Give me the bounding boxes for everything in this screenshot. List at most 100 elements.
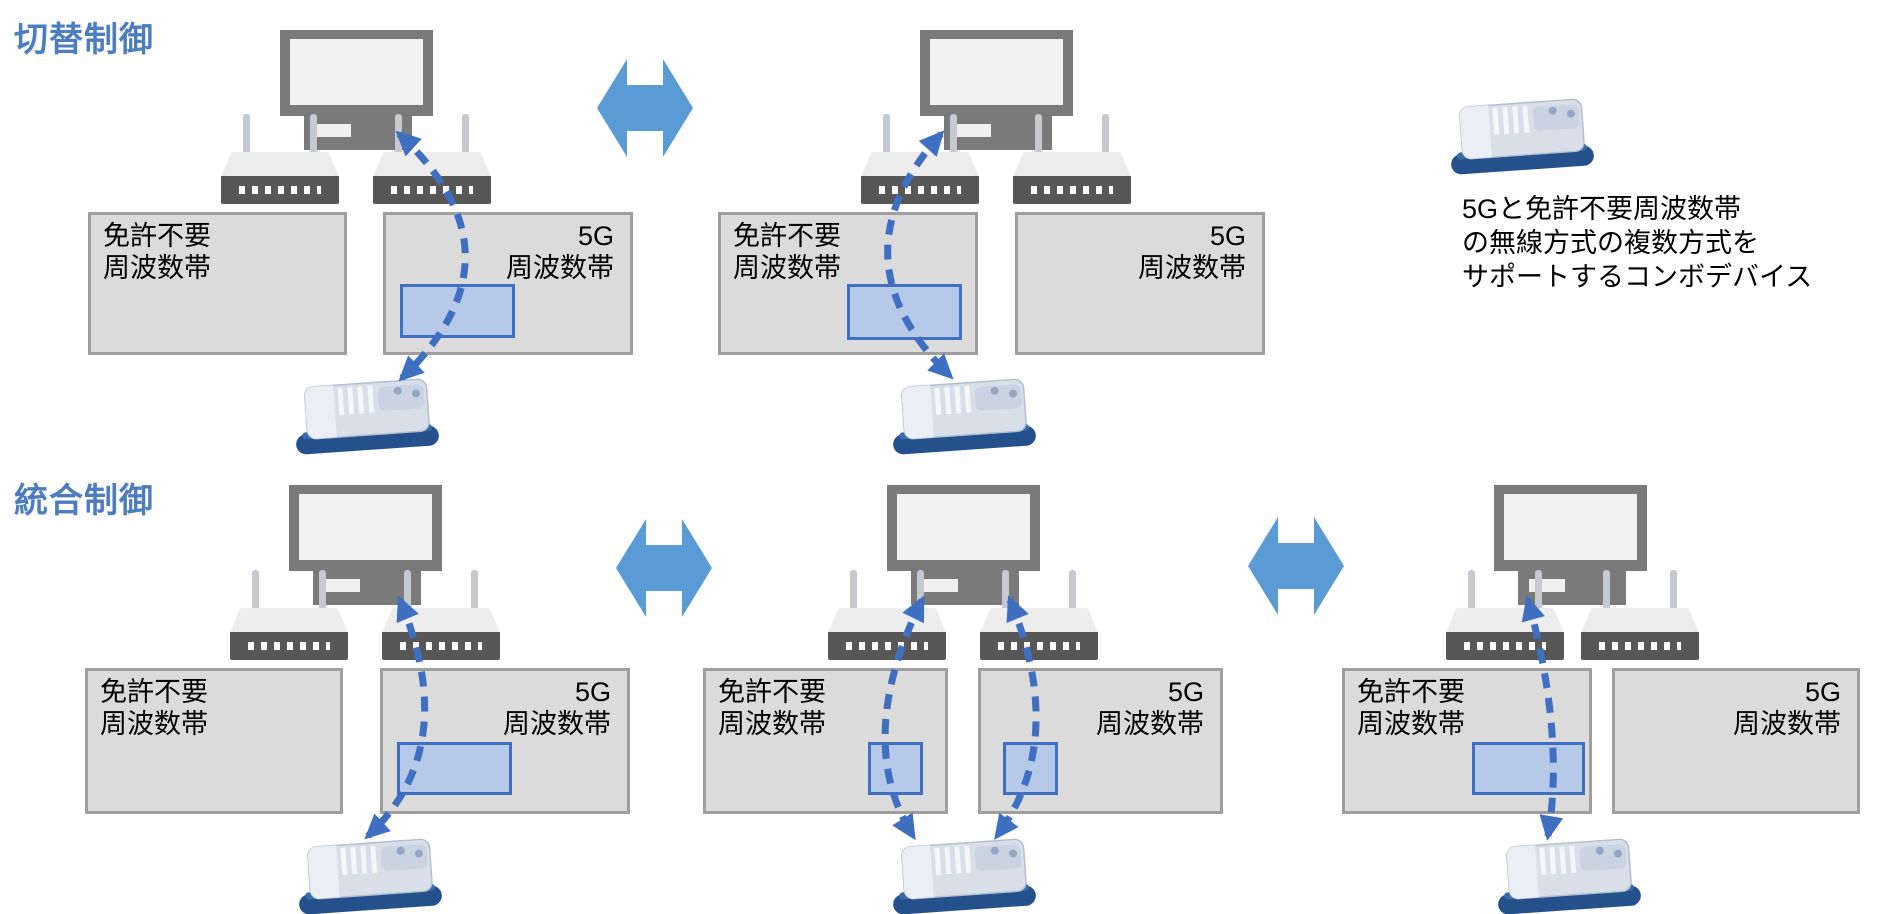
router-icon (1446, 570, 1564, 660)
allocated-channel-rect (868, 742, 923, 795)
combo-device-icon (297, 837, 444, 914)
router-leds (846, 642, 928, 650)
router-front-panel (828, 632, 946, 660)
band-box-label: 周波数帯 (506, 253, 614, 283)
router-body (980, 608, 1098, 633)
band-box-label: 免許不要 (103, 221, 211, 251)
router-front-panel (1013, 176, 1131, 204)
router-leds (1031, 186, 1113, 194)
router-body (230, 608, 348, 633)
band-box-label: 5G (1804, 677, 1841, 707)
antenna-icon (1670, 570, 1677, 614)
antenna-icon (1102, 114, 1109, 158)
unlicensed-band-box: 免許不要 周波数帯 (88, 212, 347, 355)
router-icon (221, 114, 339, 204)
antenna-icon (950, 114, 957, 158)
pc-slot (955, 124, 991, 137)
router-front-panel (373, 176, 491, 204)
antenna-icon (850, 570, 857, 614)
router-leds (239, 186, 321, 194)
legend-line: サポートするコンボデバイス (1462, 262, 1813, 292)
antenna-icon (1535, 570, 1542, 614)
band-box-label: 周波数帯 (503, 709, 611, 739)
band-box-label: 周波数帯 (733, 253, 841, 283)
controller-pc-icon (280, 30, 433, 150)
allocated-channel-rect (1472, 742, 1585, 795)
allocated-channel-rect (1003, 742, 1058, 795)
band-box-label: 免許不要 (100, 677, 208, 707)
router-leds (1464, 642, 1546, 650)
antenna-icon (471, 570, 478, 614)
antenna-icon (1069, 570, 1076, 614)
legend-line: の無線方式の複数方式を (1462, 228, 1759, 258)
antenna-icon (395, 114, 402, 158)
band-box-label: 周波数帯 (103, 253, 211, 283)
antenna-icon (252, 570, 259, 614)
bidirectional-arrow-icon (616, 519, 712, 617)
band-box-label: 5G (1209, 221, 1246, 251)
router-icon (861, 114, 979, 204)
band-box-label: 免許不要 (733, 221, 841, 251)
router-front-panel (980, 632, 1098, 660)
router-front-panel (221, 176, 339, 204)
antenna-icon (462, 114, 469, 158)
antenna-icon (243, 114, 250, 158)
router-icon (1013, 114, 1131, 204)
antenna-icon (1035, 114, 1042, 158)
router-leds (1599, 642, 1681, 650)
pc-base (304, 114, 412, 150)
antenna-icon (310, 114, 317, 158)
router-icon (382, 570, 500, 660)
antenna-icon (917, 570, 924, 614)
router-body (373, 152, 491, 177)
pc-screen (290, 39, 423, 105)
band-box-label: 免許不要 (718, 677, 826, 707)
combo-device-icon (1496, 837, 1643, 914)
allocated-channel-rect (397, 742, 512, 795)
router-body (221, 152, 339, 177)
router-leds (391, 186, 473, 194)
pc-screen (299, 494, 432, 560)
pc-screen (930, 39, 1063, 105)
pc-slot (922, 579, 958, 592)
band-box-label: 5G (577, 221, 614, 251)
band-box-label: 周波数帯 (1357, 709, 1465, 739)
5g-band-box: 5G 周波数帯 (1015, 212, 1265, 355)
router-body (1013, 152, 1131, 177)
row2-title: 統合制御 (14, 482, 154, 520)
pc-screen (897, 494, 1030, 560)
antenna-icon (319, 570, 326, 614)
router-icon (828, 570, 946, 660)
legend-combo-device-icon (1449, 97, 1596, 176)
router-leds (998, 642, 1080, 650)
router-icon (980, 570, 1098, 660)
router-body (861, 152, 979, 177)
controller-pc-icon (289, 485, 442, 605)
legend-caption: 5Gと免許不要周波数帯 の無線方式の複数方式を サポートするコンボデバイス (1462, 192, 1812, 294)
router-body (828, 608, 946, 633)
band-box-label: 周波数帯 (1138, 253, 1246, 283)
router-front-panel (1446, 632, 1564, 660)
antenna-icon (404, 570, 411, 614)
bidirectional-arrow-icon (1248, 517, 1344, 615)
pc-base (944, 114, 1052, 150)
controller-pc-icon (920, 30, 1073, 150)
antenna-icon (1002, 570, 1009, 614)
5g-band-box: 5G 周波数帯 (1612, 668, 1860, 814)
combo-device-icon (891, 837, 1038, 914)
antenna-icon (1468, 570, 1475, 614)
router-front-panel (861, 176, 979, 204)
band-box-label: 周波数帯 (100, 709, 208, 739)
combo-device-icon (891, 377, 1038, 456)
row1-title: 切替制御 (14, 21, 154, 59)
router-body (382, 608, 500, 633)
controller-pc-icon (1494, 485, 1647, 605)
router-front-panel (1581, 632, 1699, 660)
router-icon (1581, 570, 1699, 660)
legend-line: 5Gと免許不要周波数帯 (1462, 194, 1742, 224)
band-box-label: 5G (1167, 677, 1204, 707)
band-box-label: 周波数帯 (1733, 709, 1841, 739)
pc-screen (1504, 494, 1637, 560)
allocated-channel-rect (400, 284, 515, 338)
